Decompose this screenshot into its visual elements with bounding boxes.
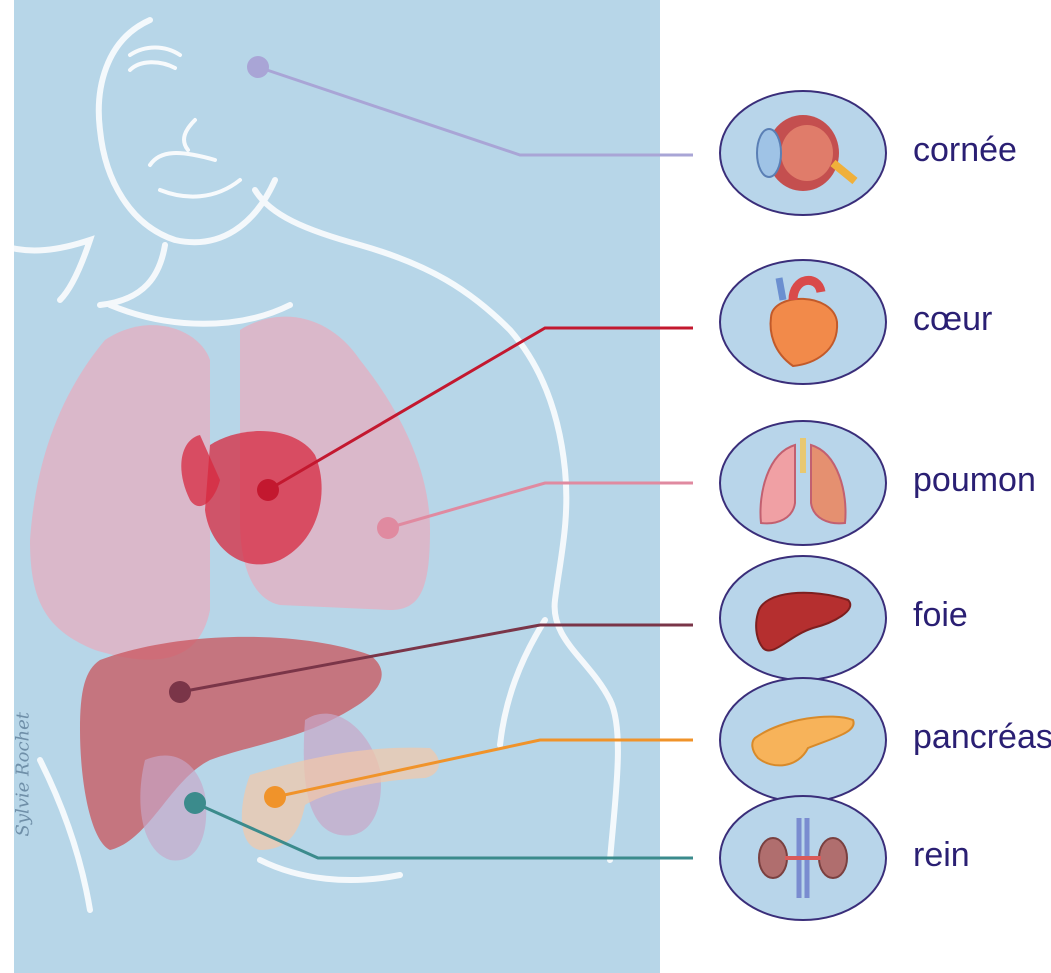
organ-circles [720, 91, 886, 920]
eye-icon-cornea [757, 129, 781, 177]
organ-circle-lung [720, 421, 886, 545]
organ-marker-heart [257, 479, 279, 501]
organ-marker-pancreas [264, 786, 286, 808]
organ-circle-kidney [720, 796, 886, 920]
organ-marker-kidney [184, 792, 206, 814]
organ-marker-lung [377, 517, 399, 539]
organ-label-pancreas: pancréas [913, 720, 1051, 754]
organ-label-kidney: rein [913, 838, 970, 872]
organ-marker-cornea [247, 56, 269, 78]
kidney-icon-left [759, 838, 787, 878]
eye-icon-inner [781, 125, 833, 181]
organ-circle-liver [720, 556, 886, 680]
kidney-icon-right [819, 838, 847, 878]
organ-label-heart: cœur [913, 302, 992, 336]
organ-circle-cornea [720, 91, 886, 215]
organ-circle-pancreas [720, 678, 886, 802]
organ-label-lung: poumon [913, 463, 1036, 497]
organ-circle-heart [720, 260, 886, 384]
organ-label-cornea: cornée [913, 133, 1017, 167]
organ-marker-liver [169, 681, 191, 703]
artist-signature: Sylvie Rochet [0, 705, 40, 845]
organ-label-liver: foie [913, 598, 968, 632]
heart-icon-vein [779, 278, 783, 300]
